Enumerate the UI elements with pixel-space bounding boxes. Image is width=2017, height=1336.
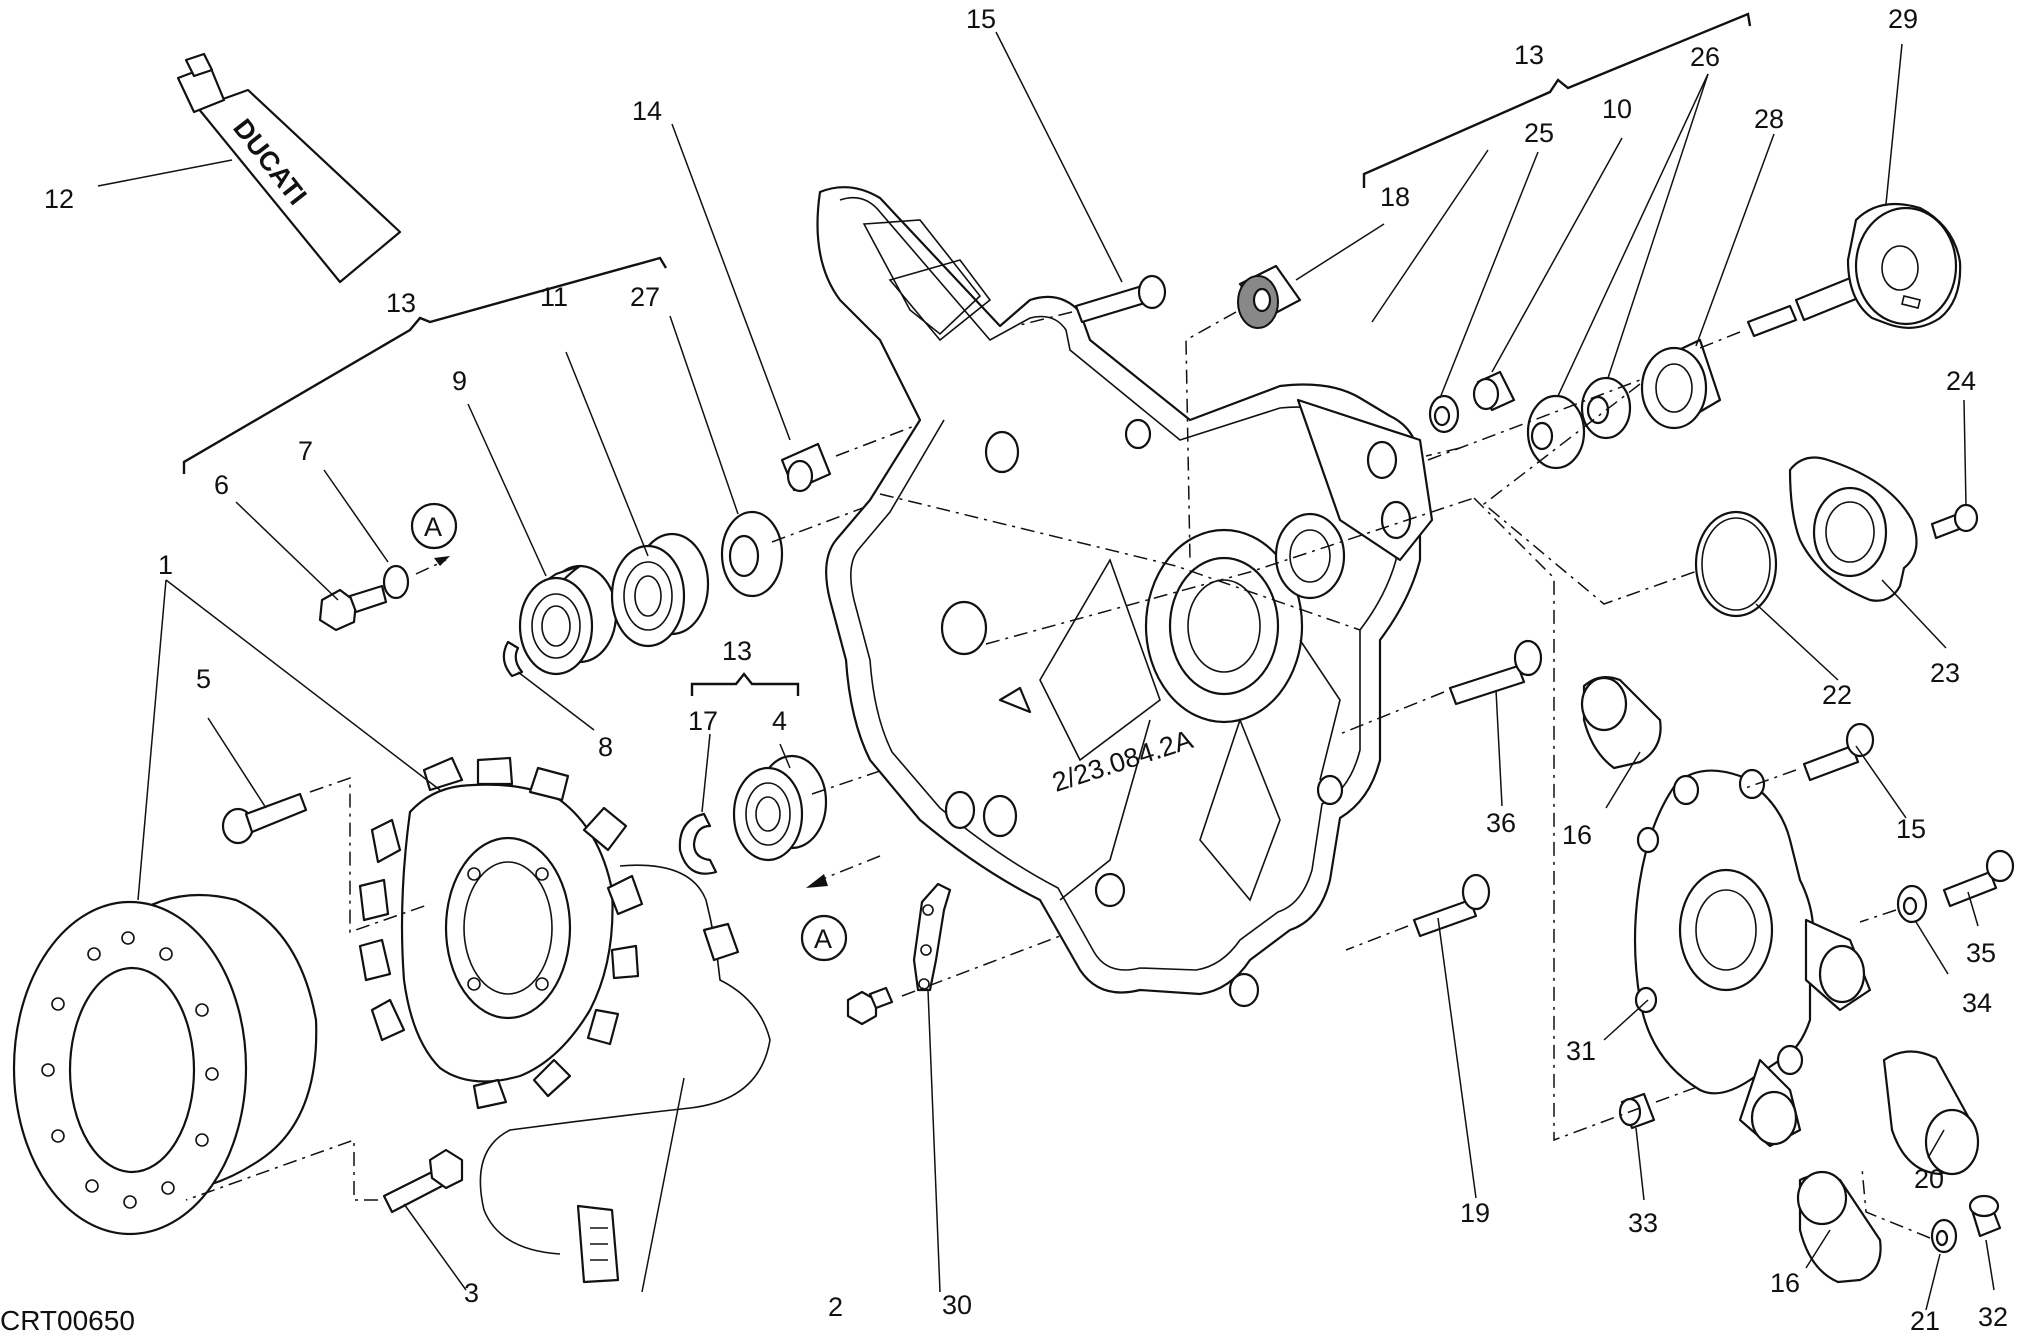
bolt-5-part[interactable] bbox=[221, 792, 308, 845]
leader-lines bbox=[137, 31, 1995, 1311]
callout-13-right: 13 bbox=[1514, 40, 1544, 70]
callout-6: 6 bbox=[214, 470, 229, 500]
bolt-36-part[interactable] bbox=[1448, 639, 1543, 706]
kit-bracket-left bbox=[182, 256, 668, 474]
washer-7-part[interactable] bbox=[382, 564, 410, 600]
arrow-a-upper bbox=[434, 556, 450, 566]
marker-a-lower-label: A bbox=[814, 924, 832, 954]
bolt-15-top-part[interactable] bbox=[1074, 274, 1167, 324]
callout-13-left: 13 bbox=[386, 288, 416, 318]
callout-13-middle: 13 bbox=[722, 636, 752, 666]
callout-30: 30 bbox=[942, 1290, 972, 1320]
stator-cable bbox=[479, 864, 771, 1255]
callout-36: 36 bbox=[1486, 808, 1516, 838]
washer-34-part[interactable] bbox=[1896, 884, 1928, 924]
callout-14: 14 bbox=[632, 96, 662, 126]
bushing-10-part[interactable] bbox=[1472, 370, 1516, 412]
callout-5: 5 bbox=[196, 664, 211, 694]
callout-35: 35 bbox=[1966, 938, 1996, 968]
callout-15-right: 15 bbox=[1896, 814, 1926, 844]
rotor-flywheel-part[interactable] bbox=[12, 893, 318, 1236]
callout-16-lower: 16 bbox=[1770, 1268, 1800, 1298]
bolt-24-part[interactable] bbox=[1930, 503, 1979, 540]
callout-18: 18 bbox=[1380, 182, 1410, 212]
bracket-plate-30-part[interactable] bbox=[912, 882, 952, 992]
callout-28: 28 bbox=[1754, 104, 1784, 134]
callout-16-upper: 16 bbox=[1562, 820, 1592, 850]
washer-21-part[interactable] bbox=[1930, 1218, 1958, 1254]
marker-a-upper-label: A bbox=[424, 512, 442, 542]
marker-a-lower[interactable] bbox=[800, 914, 848, 962]
bearing-4-part[interactable] bbox=[732, 754, 828, 862]
grease-tube-part[interactable]: DUCATI bbox=[176, 52, 402, 284]
washer-26-a-part[interactable] bbox=[1526, 394, 1586, 470]
kit-bracket-right bbox=[1362, 12, 1752, 188]
callout-9: 9 bbox=[452, 366, 467, 396]
arrow-a-lower bbox=[806, 874, 828, 888]
stator-connector-part[interactable] bbox=[576, 922, 740, 1284]
callout-23: 23 bbox=[1930, 658, 1960, 688]
bearing-11-part[interactable] bbox=[610, 532, 710, 648]
bolt-35-part[interactable] bbox=[1942, 849, 2015, 908]
callout-26: 26 bbox=[1690, 42, 1720, 72]
circlip-8-part[interactable] bbox=[502, 640, 524, 678]
washer-27-part[interactable] bbox=[720, 510, 784, 598]
callout-29: 29 bbox=[1888, 4, 1918, 34]
bolt-6-part[interactable] bbox=[318, 584, 388, 632]
water-pump-cover-31-part[interactable] bbox=[1633, 768, 1872, 1148]
bolt-15-right-part[interactable] bbox=[1802, 722, 1875, 782]
callout-24: 24 bbox=[1946, 366, 1976, 396]
hose-fitting-16-lower-part[interactable] bbox=[1796, 1170, 1882, 1284]
callout-32: 32 bbox=[1978, 1302, 2008, 1332]
circlip-17-part[interactable] bbox=[678, 812, 718, 875]
callout-25: 25 bbox=[1524, 118, 1554, 148]
callout-10: 10 bbox=[1602, 94, 1632, 124]
bolt-2-part[interactable] bbox=[846, 986, 894, 1026]
callout-17: 17 bbox=[688, 706, 718, 736]
callout-11: 11 bbox=[540, 282, 568, 312]
callout-21: 21 bbox=[1910, 1306, 1940, 1336]
callout-3: 3 bbox=[464, 1278, 479, 1308]
water-pump-impeller-29-part[interactable] bbox=[1746, 202, 1962, 338]
plug-32-part[interactable] bbox=[1968, 1194, 2002, 1238]
o-ring-22-part[interactable] bbox=[1694, 510, 1778, 618]
washer-26-b-part[interactable] bbox=[1580, 376, 1632, 440]
kit-bracket-middle bbox=[690, 672, 800, 696]
hose-fitting-16-upper-part[interactable] bbox=[1580, 675, 1662, 770]
callout-20: 20 bbox=[1914, 1164, 1944, 1194]
flange-cover-23-part[interactable] bbox=[1788, 456, 1918, 602]
generator-cover-part[interactable]: 2/23.084.2A bbox=[816, 186, 1434, 1008]
callout-2: 2 bbox=[828, 1292, 843, 1322]
callout-1: 1 bbox=[158, 550, 173, 580]
callout-labels: 1 2 3 4 5 6 7 8 9 10 11 12 13 13 13 14 1… bbox=[44, 4, 2008, 1336]
bolt-3-part[interactable] bbox=[382, 1148, 464, 1214]
callout-7: 7 bbox=[298, 436, 313, 466]
marker-a-upper[interactable] bbox=[410, 502, 458, 550]
bearing-9-part[interactable] bbox=[518, 564, 618, 676]
callout-4: 4 bbox=[772, 706, 787, 736]
callout-27: 27 bbox=[630, 282, 660, 312]
callout-34: 34 bbox=[1962, 988, 1992, 1018]
diagram-code: CRT00650 bbox=[0, 1305, 135, 1336]
seal-18-part[interactable] bbox=[1237, 264, 1302, 329]
dowel-14-part[interactable] bbox=[780, 442, 832, 493]
callout-33: 33 bbox=[1628, 1208, 1658, 1238]
callout-19: 19 bbox=[1460, 1198, 1490, 1228]
hose-fitting-20-part[interactable] bbox=[1882, 1050, 1980, 1176]
washer-25-part[interactable] bbox=[1428, 394, 1460, 434]
callout-12: 12 bbox=[44, 184, 74, 214]
callout-15-top: 15 bbox=[966, 4, 996, 34]
callout-22: 22 bbox=[1822, 680, 1852, 710]
dowel-33-part[interactable] bbox=[1618, 1092, 1656, 1130]
callout-31: 31 bbox=[1566, 1036, 1596, 1066]
callout-8: 8 bbox=[598, 732, 613, 762]
stator-part[interactable] bbox=[358, 756, 644, 1110]
seal-28-part[interactable] bbox=[1640, 338, 1722, 430]
bolt-19-part[interactable] bbox=[1412, 873, 1491, 938]
